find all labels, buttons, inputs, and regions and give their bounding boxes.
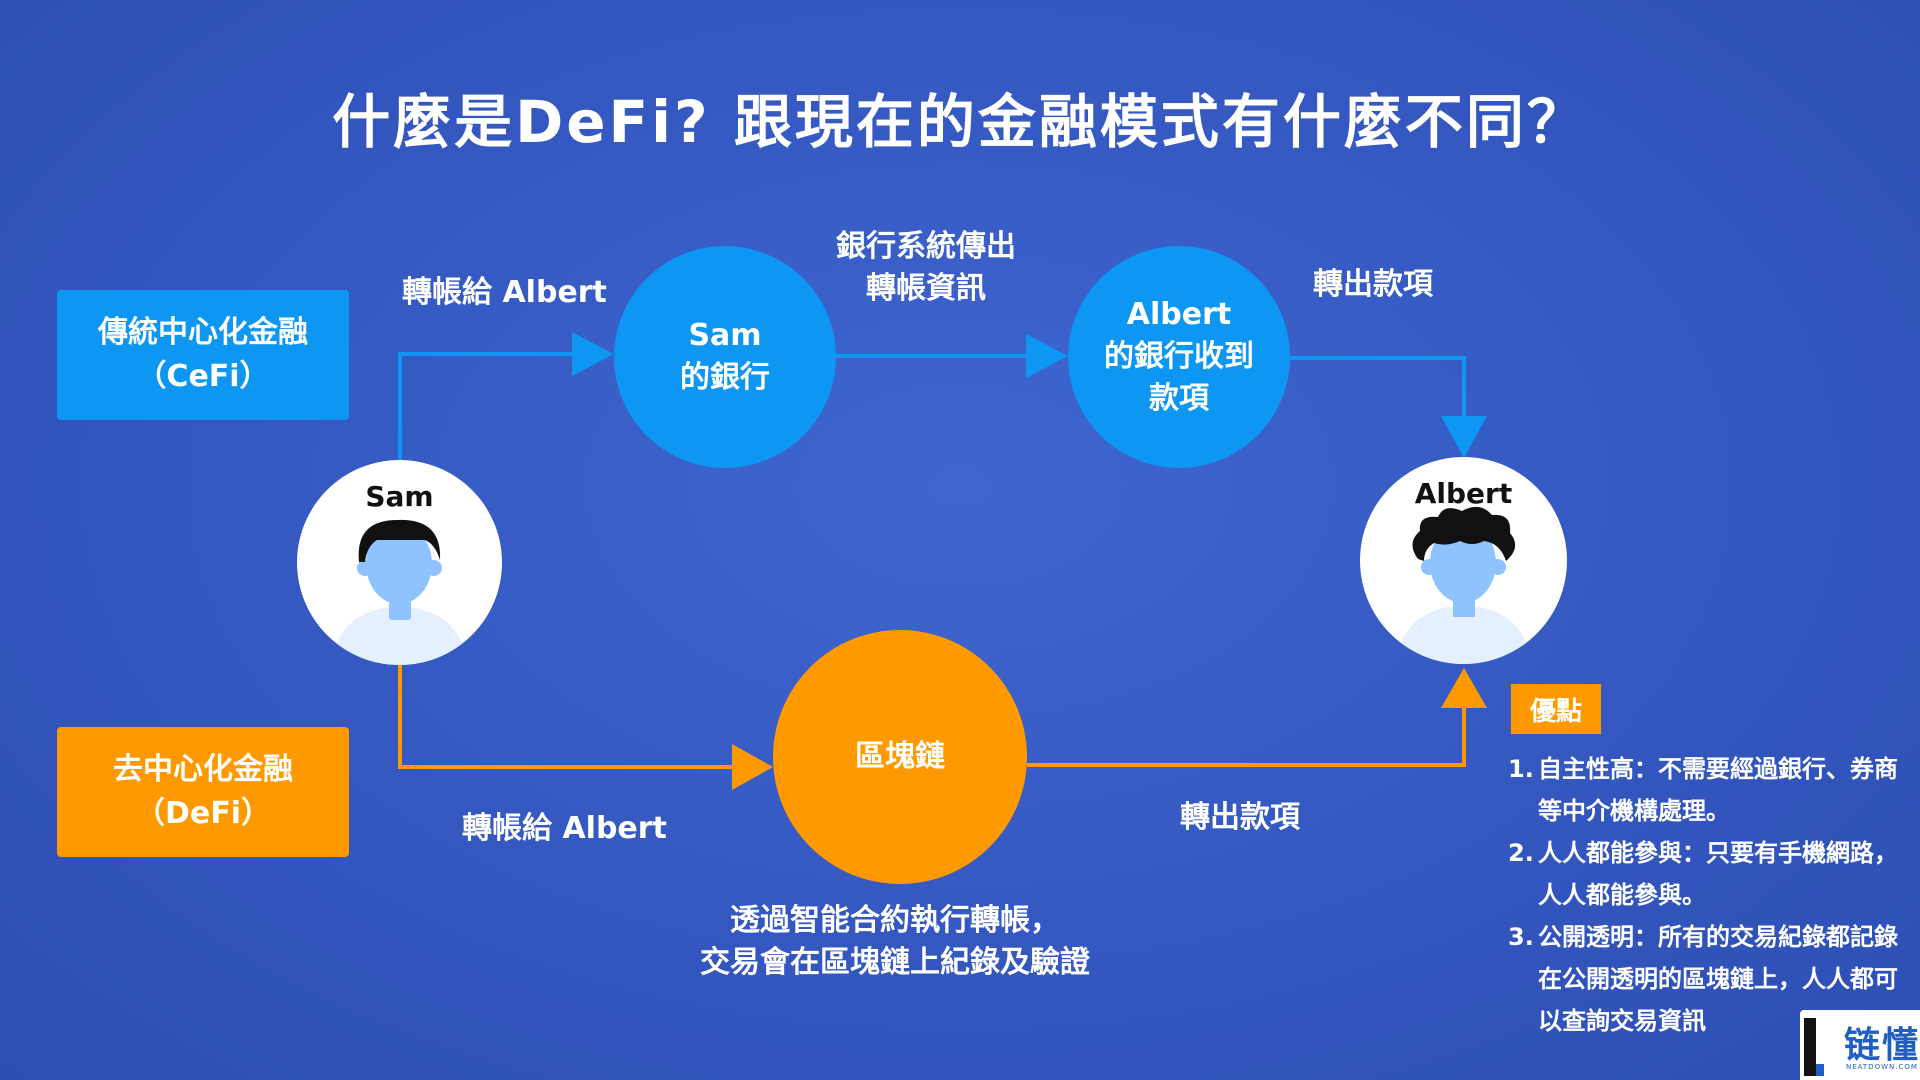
defi-arrow-chain-to-albert	[1027, 708, 1466, 767]
sam-bank-line1: Sam	[688, 318, 762, 353]
smart-contract-line2: 交易會在區塊鏈上紀錄及驗證	[700, 945, 1090, 980]
albert-bank-line1: Albert	[1126, 297, 1232, 332]
albert-bank-line2: 的銀行收到	[1104, 339, 1254, 374]
cefi-label-line1: 傳統中心化金融	[98, 315, 308, 350]
page-title: 什麼是DeFi? 跟現在的金融模式有什麼不同？	[332, 88, 1588, 156]
defi-label-line2: （DeFi）	[134, 796, 272, 831]
logo-subtext: NEATDOWN.COM	[1846, 1063, 1918, 1071]
cefi-arrowhead-1	[572, 332, 614, 376]
sam-name: Sam	[365, 480, 434, 513]
merit-number: 2.	[1508, 839, 1534, 867]
merits-list: 1. 自主性高：不需要經過銀行、券商等中介機構處理。 2. 人人都能參與：只要有…	[1508, 748, 1908, 1042]
albert-bank-node: Albert 的銀行收到 款項	[1068, 246, 1290, 468]
merit-number: 1.	[1508, 755, 1534, 783]
albert-bank-line3: 款項	[1149, 381, 1209, 416]
sam-avatar: Sam	[297, 460, 502, 665]
cefi-arrowhead-2	[1026, 334, 1068, 378]
defi-label-line1: 去中心化金融	[113, 752, 293, 787]
merit-item: 3. 公開透明：所有的交易紀錄都記錄在公開透明的區塊鏈上，人人都可以查詢交易資訊	[1508, 916, 1908, 1042]
albert-avatar: Albert	[1360, 457, 1567, 664]
logo-mark-icon	[1804, 1018, 1824, 1076]
cefi-arrowhead-3	[1441, 416, 1487, 458]
smart-contract-line1: 透過智能合約執行轉帳，	[730, 903, 1060, 938]
merit-number: 3.	[1508, 923, 1534, 951]
cefi-transfer-label: 轉帳給 Albert	[402, 275, 607, 310]
sam-bank-line2: 的銀行	[680, 360, 770, 395]
bank-system-label: 銀行系統傳出 轉帳資訊	[836, 226, 1016, 310]
merit-text: 自主性高：不需要經過銀行、券商等中介機構處理。	[1538, 755, 1898, 825]
blockchain-label: 區塊鏈	[855, 739, 945, 774]
defi-arrowhead-2	[1441, 668, 1487, 708]
bank-system-line1: 銀行系統傳出	[836, 229, 1016, 264]
smart-contract-note: 透過智能合約執行轉帳， 交易會在區塊鏈上紀錄及驗證	[700, 900, 1090, 984]
albert-name: Albert	[1414, 477, 1513, 510]
cefi-arrow-bank-to-albert	[1290, 356, 1466, 420]
merit-item: 1. 自主性高：不需要經過銀行、券商等中介機構處理。	[1508, 748, 1908, 832]
bank-system-line2: 轉帳資訊	[866, 271, 986, 306]
sam-person-icon	[332, 519, 467, 665]
merit-text: 人人都能參與：只要有手機網路，人人都能參與。	[1538, 839, 1898, 909]
blockchain-node: 區塊鏈	[773, 630, 1027, 884]
cefi-payout-label: 轉出款項	[1313, 267, 1433, 302]
sam-bank-node: Sam 的銀行	[614, 246, 836, 468]
defi-arrow-sam-to-chain	[398, 665, 740, 769]
merit-item: 2. 人人都能參與：只要有手機網路，人人都能參與。	[1508, 832, 1908, 916]
defi-payout-label: 轉出款項	[1180, 800, 1300, 835]
defi-transfer-label: 轉帳給 Albert	[462, 811, 667, 846]
merit-text: 公開透明：所有的交易紀錄都記錄在公開透明的區塊鏈上，人人都可以查詢交易資訊	[1538, 923, 1898, 1035]
cefi-arrow-sam-to-bank	[398, 352, 582, 460]
albert-person-icon	[1396, 506, 1531, 664]
cefi-label-box: 傳統中心化金融 （CeFi）	[57, 290, 349, 420]
neatdown-logo: 链懂 NEATDOWN.COM	[1800, 1010, 1920, 1080]
defi-arrowhead-1	[732, 744, 773, 790]
logo-text: 链懂	[1844, 1025, 1920, 1066]
merits-tag: 優點	[1511, 684, 1601, 734]
cefi-label-line2: （CeFi）	[136, 359, 270, 394]
defi-label-box: 去中心化金融 （DeFi）	[57, 727, 349, 857]
